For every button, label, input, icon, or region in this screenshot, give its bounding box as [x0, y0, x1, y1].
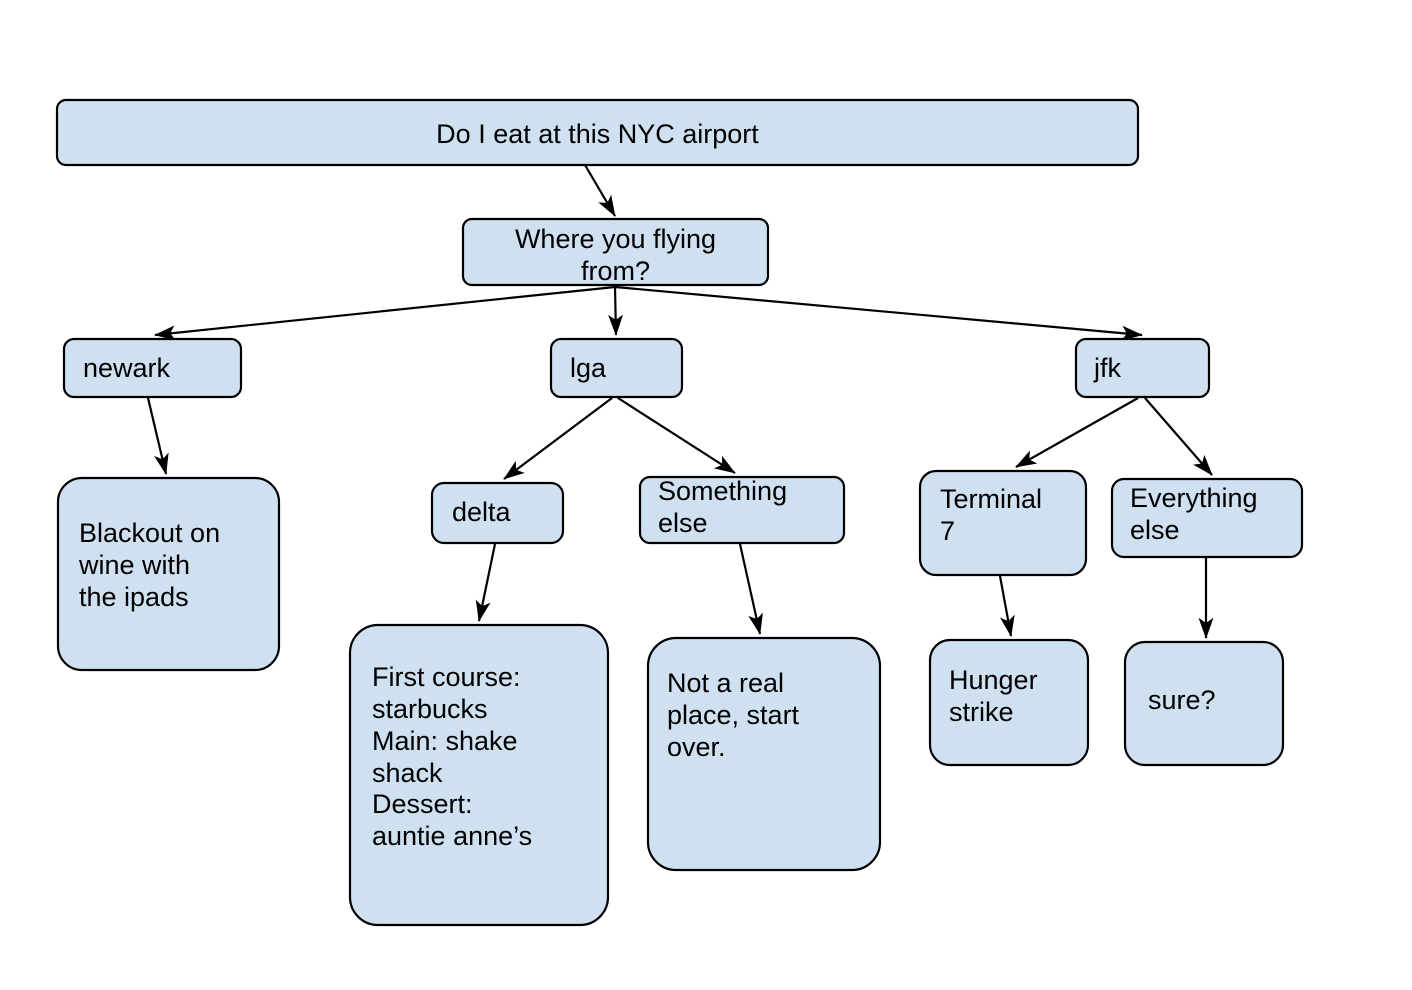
node-lga[interactable]: [549, 337, 684, 399]
node-hunger-strike[interactable]: [928, 638, 1090, 767]
node-blackout[interactable]: [56, 476, 281, 672]
node-root[interactable]: [55, 98, 1140, 167]
edge-jfk-to-terminal7: [1015, 397, 1139, 468]
edge-where-to-newark: [154, 285, 616, 341]
node-everything-else[interactable]: [1110, 477, 1304, 559]
edge-lga-to-something: [617, 397, 736, 474]
edge-where-to-jfk: [614, 285, 1143, 341]
edge-delta-to-menu: [475, 543, 497, 622]
node-where-from[interactable]: [461, 217, 770, 287]
edge-terminal7-to-hunger: [998, 575, 1015, 637]
edge-lga-to-delta: [503, 397, 613, 480]
edges-layer: [146, 164, 1214, 639]
node-terminal-7[interactable]: [918, 469, 1088, 577]
nodes-layer: [55, 98, 1304, 927]
node-sure[interactable]: [1123, 640, 1285, 767]
node-not-real[interactable]: [646, 636, 882, 872]
node-something-else[interactable]: [638, 475, 846, 545]
node-newark[interactable]: [62, 337, 243, 399]
node-delta[interactable]: [430, 481, 565, 545]
edge-something-to-notreal: [738, 543, 763, 635]
edge-jfk-to-everything: [1144, 397, 1213, 476]
edge-newark-to-blackout: [146, 397, 169, 475]
edge-root-to-where: [584, 164, 616, 217]
node-jfk[interactable]: [1074, 337, 1211, 399]
node-menu[interactable]: [348, 623, 610, 927]
edge-where-to-lga: [608, 286, 624, 336]
